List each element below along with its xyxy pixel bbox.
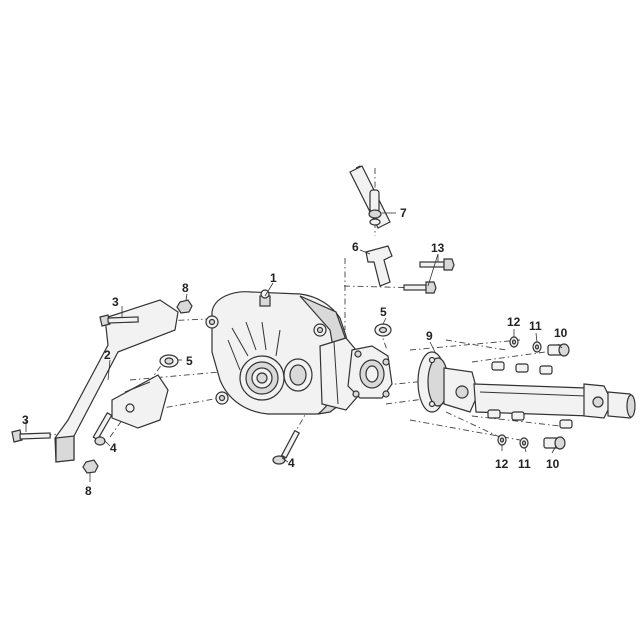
callout-5-left: 5 bbox=[186, 354, 193, 368]
bolt-part-4-left bbox=[92, 412, 113, 446]
nut-part-8-lower bbox=[82, 459, 99, 474]
callout-10-lower: 10 bbox=[546, 457, 560, 471]
bolt-part-13-upper bbox=[419, 258, 455, 271]
callout-10-upper: 10 bbox=[554, 326, 568, 340]
callout-3-upper: 3 bbox=[112, 295, 119, 309]
callout-3-lower: 3 bbox=[22, 413, 29, 427]
bolt-part-10-upper bbox=[547, 343, 570, 357]
washer-part-11-upper bbox=[532, 341, 542, 353]
callout-labels: 1 2 3 3 4 4 5 5 6 7 8 8 9 10 10 11 11 12… bbox=[22, 206, 568, 498]
callout-4-bottom: 4 bbox=[288, 456, 295, 470]
callout-1: 1 bbox=[270, 271, 277, 285]
bolt-part-10-lower bbox=[543, 436, 566, 450]
washer-part-11-lower bbox=[519, 437, 529, 449]
callout-11-lower: 11 bbox=[518, 457, 531, 471]
bushing-part-5-right bbox=[374, 323, 392, 337]
sensor-part-7 bbox=[349, 165, 391, 229]
callout-7: 7 bbox=[400, 206, 407, 220]
callout-12-upper: 12 bbox=[507, 315, 521, 329]
callout-5-right: 5 bbox=[380, 305, 387, 319]
differential-housing-part-1 bbox=[205, 289, 359, 415]
bolt-part-3-lower bbox=[11, 429, 51, 443]
leader-lines bbox=[25, 212, 563, 482]
callout-2: 2 bbox=[104, 348, 111, 362]
callout-4-left: 4 bbox=[110, 441, 117, 455]
propeller-shaft-part-9 bbox=[417, 351, 636, 419]
shaft-fasteners bbox=[487, 361, 573, 429]
bolt-part-4-bottom bbox=[272, 429, 301, 465]
callout-8-lower: 8 bbox=[85, 484, 92, 498]
callout-11-upper: 11 bbox=[529, 319, 542, 333]
callout-13: 13 bbox=[431, 241, 445, 255]
washer-part-12-upper bbox=[509, 336, 519, 348]
callout-9: 9 bbox=[426, 329, 433, 343]
mounting-bracket-part-2 bbox=[54, 299, 179, 463]
nut-part-8-upper bbox=[176, 299, 193, 314]
bracket-part-6 bbox=[365, 245, 393, 287]
callout-8-upper: 8 bbox=[182, 281, 189, 295]
washer-part-12-lower bbox=[497, 434, 507, 446]
callout-12-lower: 12 bbox=[495, 457, 509, 471]
callout-6: 6 bbox=[352, 240, 359, 254]
bolt-part-3-upper bbox=[99, 314, 139, 327]
bushing-part-5-left bbox=[159, 354, 179, 368]
input-flange bbox=[347, 345, 393, 399]
bolt-part-13-lower bbox=[403, 281, 437, 294]
